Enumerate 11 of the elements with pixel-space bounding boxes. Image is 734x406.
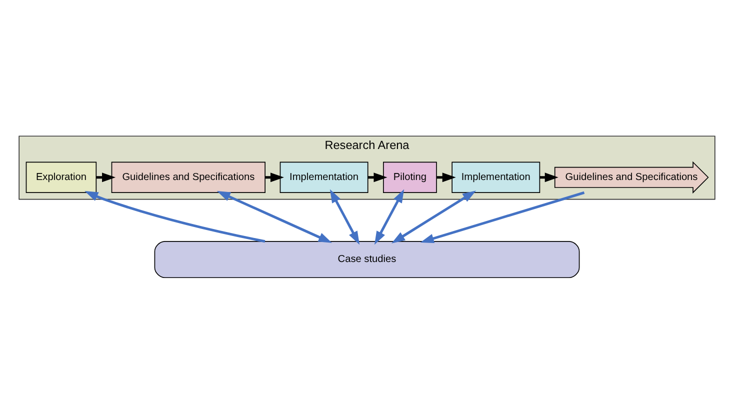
arrow [330, 188, 360, 244]
arrow [374, 188, 404, 244]
arrow [392, 190, 476, 243]
node-box: Exploration [26, 161, 97, 192]
arrow [84, 190, 266, 242]
node-box: Implementation [280, 161, 368, 192]
node-box: Piloting [383, 161, 437, 192]
node-box: Implementation [452, 161, 540, 192]
node-box: Case studies [154, 240, 580, 278]
arrow [216, 190, 332, 242]
node-box: Guidelines and Specifications [111, 161, 266, 192]
